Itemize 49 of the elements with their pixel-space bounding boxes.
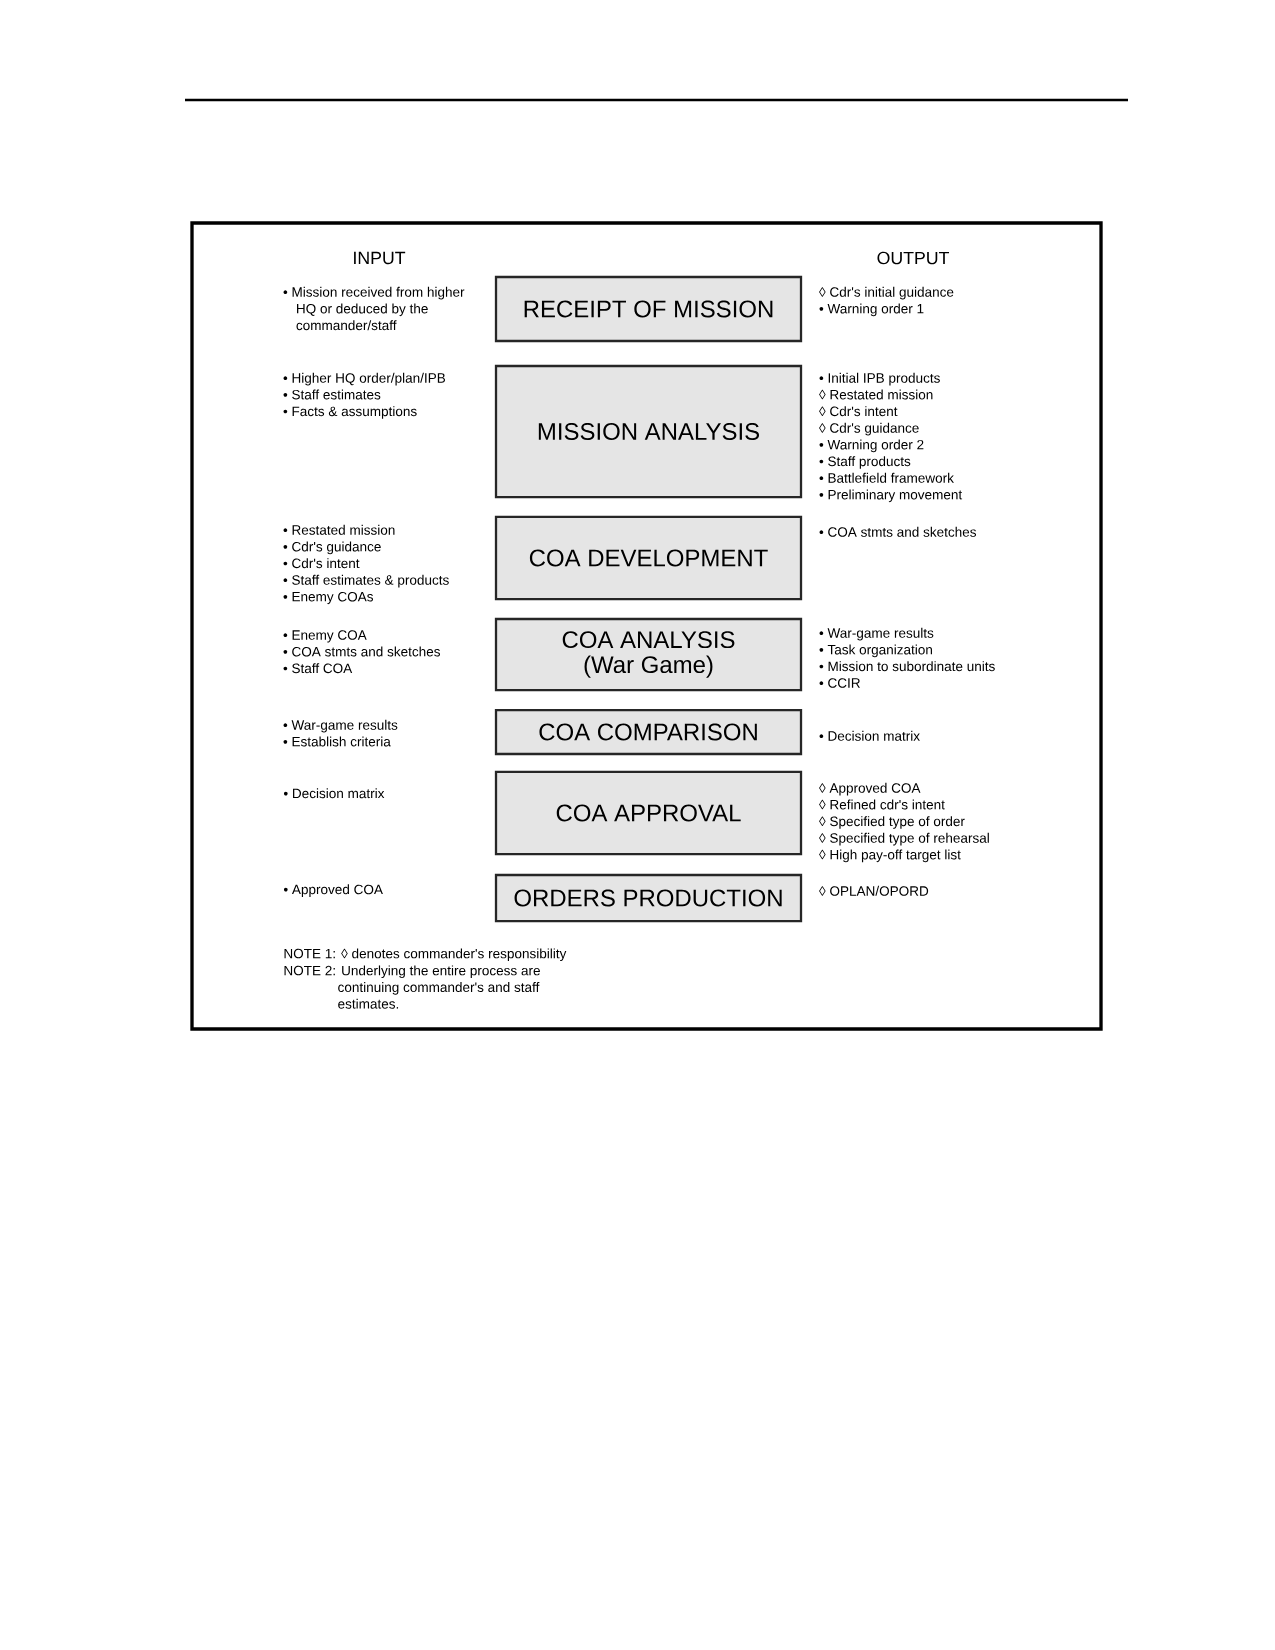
process-box: MISSION ANALYSIS xyxy=(494,364,803,499)
output-item: ◊ Cdr's intent xyxy=(819,406,898,417)
process-box: ORDERS PRODUCTION xyxy=(494,873,803,923)
output-item: ◊ Refined cdr's intent xyxy=(819,799,945,810)
process-box: RECEIPT OF MISSION xyxy=(494,275,803,343)
column-heading: INPUT xyxy=(354,251,406,265)
output-item: • Mission to subordinate units xyxy=(819,661,995,672)
input-item: • COA stmts and sketches xyxy=(283,646,440,657)
input-item: • War-game results xyxy=(283,719,398,733)
output-item: • CCIR xyxy=(819,678,860,688)
output-item: • Initial IPB products xyxy=(819,372,940,386)
output-item: • Battlefield framework xyxy=(819,472,954,483)
input-item: • Cdr's guidance xyxy=(283,541,381,555)
input-item: • Cdr's intent xyxy=(283,558,360,569)
output-item: • Preliminary movement xyxy=(819,489,963,503)
output-item: ◊ OPLAN/OPORD xyxy=(819,885,929,896)
output-item: • Task organization xyxy=(819,644,932,658)
output-item: • Decision matrix xyxy=(819,730,920,741)
input-item: • Mission received from higher HQ or deduced by the commander/staff xyxy=(283,286,465,331)
input-item: • Higher HQ order/plan/IPB xyxy=(283,372,446,386)
input-item: • Staff COA xyxy=(283,663,353,674)
process-box: COA ANALYSIS (War Game) xyxy=(494,617,803,692)
input-item: • Enemy COA xyxy=(283,630,367,643)
input-item: • Enemy COAs xyxy=(283,591,373,605)
output-item: ◊ Specified type of rehearsal xyxy=(819,832,989,846)
note-text: NOTE 2: Underlying the entire process are continuing commander's and staff estimates. xyxy=(284,965,540,1009)
output-item: • War-game results xyxy=(819,627,934,641)
process-box: COA COMPARISON xyxy=(494,708,803,756)
output-item: • COA stmts and sketches xyxy=(819,526,976,537)
input-item: • Facts & assumptions xyxy=(283,406,417,419)
output-item: • Warning order 1 xyxy=(819,303,924,317)
output-item: • Warning order 2 xyxy=(819,439,924,453)
output-item: ◊ Cdr's guidance xyxy=(819,422,919,436)
output-item: ◊ Cdr's initial guidance xyxy=(819,286,954,300)
input-item: • Restated mission xyxy=(283,524,395,535)
input-item: • Approved COA xyxy=(283,884,383,897)
process-box: COA APPROVAL xyxy=(494,770,803,856)
output-item: ◊ High pay-off target list xyxy=(819,849,961,863)
note-text: NOTE 1: ◊ denotes commander's responsibility xyxy=(284,948,567,962)
input-item: • Staff estimates & products xyxy=(283,574,449,588)
input-item: • Establish criteria xyxy=(283,736,391,747)
output-item: • Staff products xyxy=(819,456,911,469)
output-item: ◊ Restated mission xyxy=(819,389,933,400)
column-heading: OUTPUT xyxy=(877,251,949,265)
input-item: • Decision matrix xyxy=(283,788,385,799)
output-item: ◊ Approved COA xyxy=(819,782,921,796)
output-item: ◊ Specified type of order xyxy=(819,816,965,829)
process-box: COA DEVELOPMENT xyxy=(494,515,803,601)
input-item: • Staff estimates xyxy=(283,389,381,400)
